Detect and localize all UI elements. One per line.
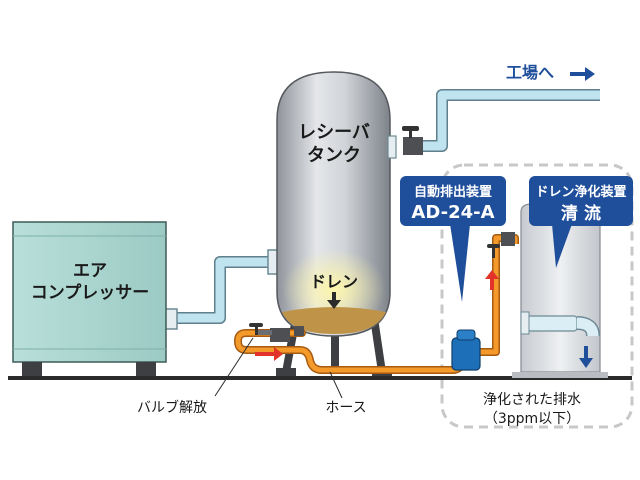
- air-compressor: [12, 221, 167, 376]
- hose-leader-line: [329, 371, 343, 399]
- purifier-label-line2: 清 流: [561, 203, 601, 224]
- auto-drain-callout: [400, 176, 506, 302]
- purifier-valve-icon: [487, 232, 515, 258]
- valve-leader-line: [214, 337, 254, 397]
- auto-drain-label-line2: AD-24-A: [411, 202, 494, 223]
- valve-open-label: バルブ解放: [137, 399, 207, 416]
- drain-label: ドレン: [310, 272, 358, 291]
- hose-label: ホース: [325, 400, 366, 416]
- purified-water-label-line2: （3ppm以下）: [484, 411, 580, 427]
- outlet-valve-icon: [402, 126, 423, 155]
- drain-liquid: [282, 307, 386, 334]
- floor-line: [8, 376, 632, 380]
- flow-up-arrow-icon: [485, 270, 499, 290]
- drain-valve-icon: [249, 323, 290, 342]
- compressor-label-line1: エア: [73, 261, 107, 281]
- discharge-down-arrow-icon: [579, 346, 593, 368]
- flow-right-arrow-icon: [255, 347, 283, 361]
- auto-drain-device: [451, 329, 481, 371]
- auto-drain-label-line1: 自動排出装置: [414, 184, 492, 200]
- to-factory-arrow-icon: [570, 67, 595, 81]
- purified-water-label-line1: 浄化された排水: [483, 392, 581, 408]
- outlet-pipe: [420, 89, 600, 152]
- tank-label-line2: タンク: [307, 145, 361, 166]
- purifier-callout: [529, 176, 633, 268]
- device-enclosure: [440, 163, 634, 429]
- receiver-tank: [276, 71, 397, 337]
- purifier-inner-pipe: [520, 311, 600, 337]
- drain-down-arrow-icon: [327, 292, 341, 309]
- purifier-label-line1: ドレン浄化装置: [535, 184, 626, 200]
- to-factory-label: 工場へ: [506, 63, 554, 82]
- compressor-label-line2: コンプレッサー: [31, 282, 150, 303]
- supply-pipe: [176, 256, 278, 324]
- tank-label-line1: レシーバ: [298, 122, 370, 143]
